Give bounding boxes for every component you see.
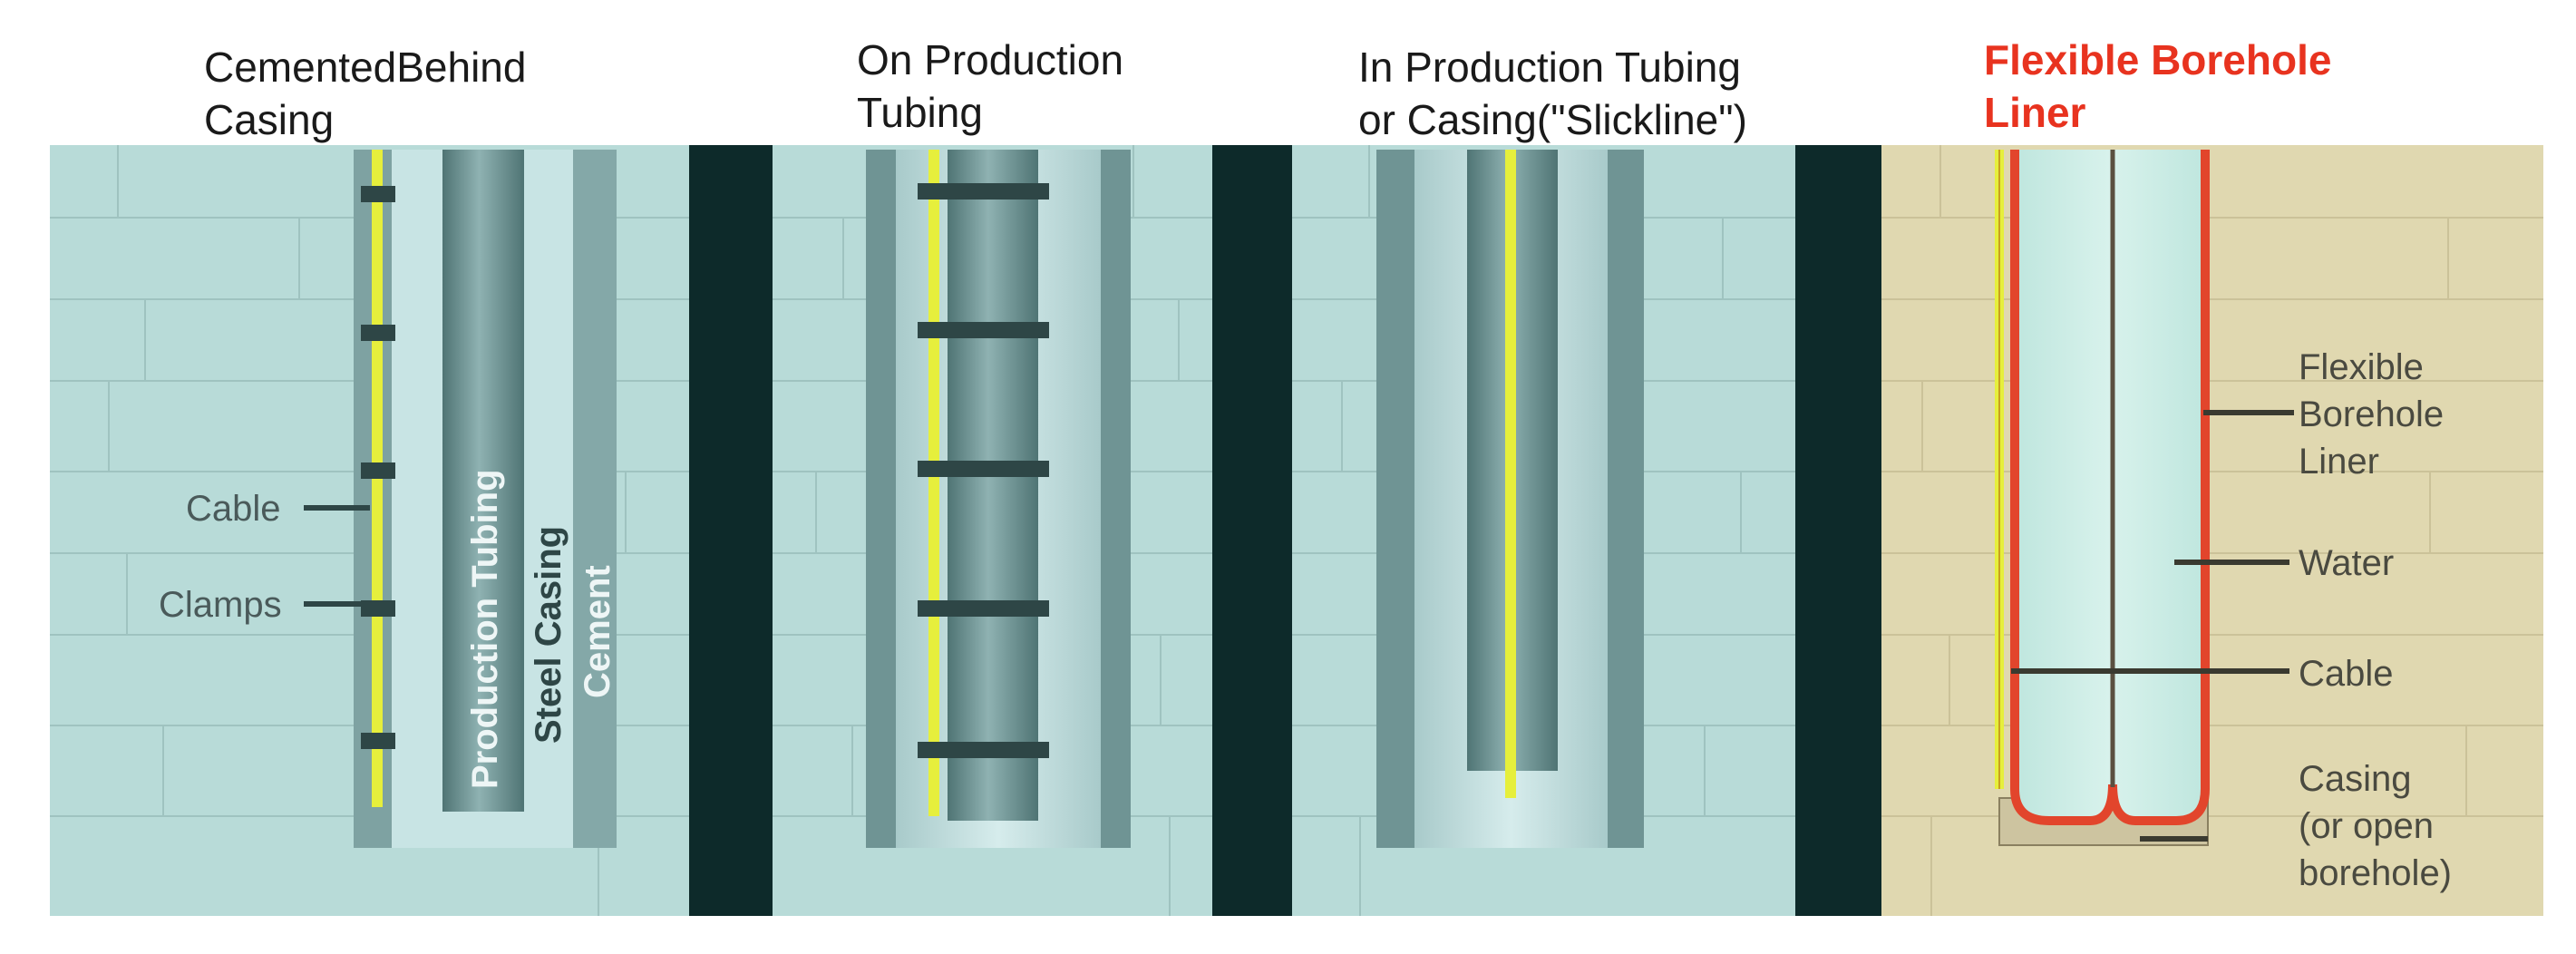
panel-1-title-line-2: Casing	[204, 96, 334, 143]
label-production-tubing: Production Tubing	[465, 469, 505, 789]
panel-4-title-line-1: Flexible Borehole	[1984, 36, 2331, 83]
label-liner-2: Borehole	[2299, 394, 2444, 434]
clamps	[361, 186, 395, 749]
panel-3-title-line-2: or Casing("Slickline")	[1358, 96, 1747, 143]
label-clamps: Clamps	[159, 585, 282, 625]
production-tubing	[948, 150, 1038, 821]
cable	[928, 150, 939, 816]
label-casing-2: (or open	[2299, 806, 2434, 846]
panel-dividers	[689, 145, 1881, 916]
panel-2-title-line-1: On Production	[857, 36, 1123, 83]
label-liner-3: Liner	[2299, 442, 2379, 482]
panel-4-title-line-2: Liner	[1984, 89, 2086, 136]
panel-1-title-line-1: CementedBehind	[204, 44, 526, 91]
liner-water	[2015, 150, 2205, 821]
label-cable: Cable	[2299, 654, 2394, 694]
production-tubing	[442, 150, 524, 812]
panel-cemented-behind-casing: CementedBehind Casing Cable Clamps Produ…	[159, 44, 617, 848]
label-steel-casing: Steel Casing	[529, 526, 569, 744]
panel-on-production-tubing: On Production Tubing	[857, 36, 1131, 848]
panel-flexible-borehole-liner: Flexible Borehole Liner Flexible Borehol…	[1984, 36, 2452, 893]
label-casing-1: Casing	[2299, 759, 2412, 799]
slickline-cable	[1505, 150, 1516, 798]
clamps	[918, 183, 1049, 758]
label-liner-1: Flexible	[2299, 347, 2424, 387]
label-water: Water	[2299, 543, 2394, 583]
panel-2-title-line-2: Tubing	[857, 89, 983, 136]
label-casing-3: borehole)	[2299, 853, 2452, 893]
panel-slickline: In Production Tubing or Casing("Slicklin…	[1358, 44, 1747, 848]
panel-3-title-line-1: In Production Tubing	[1358, 44, 1741, 91]
label-cement: Cement	[578, 565, 617, 698]
label-cable: Cable	[186, 489, 281, 529]
steel-casing	[573, 150, 617, 848]
